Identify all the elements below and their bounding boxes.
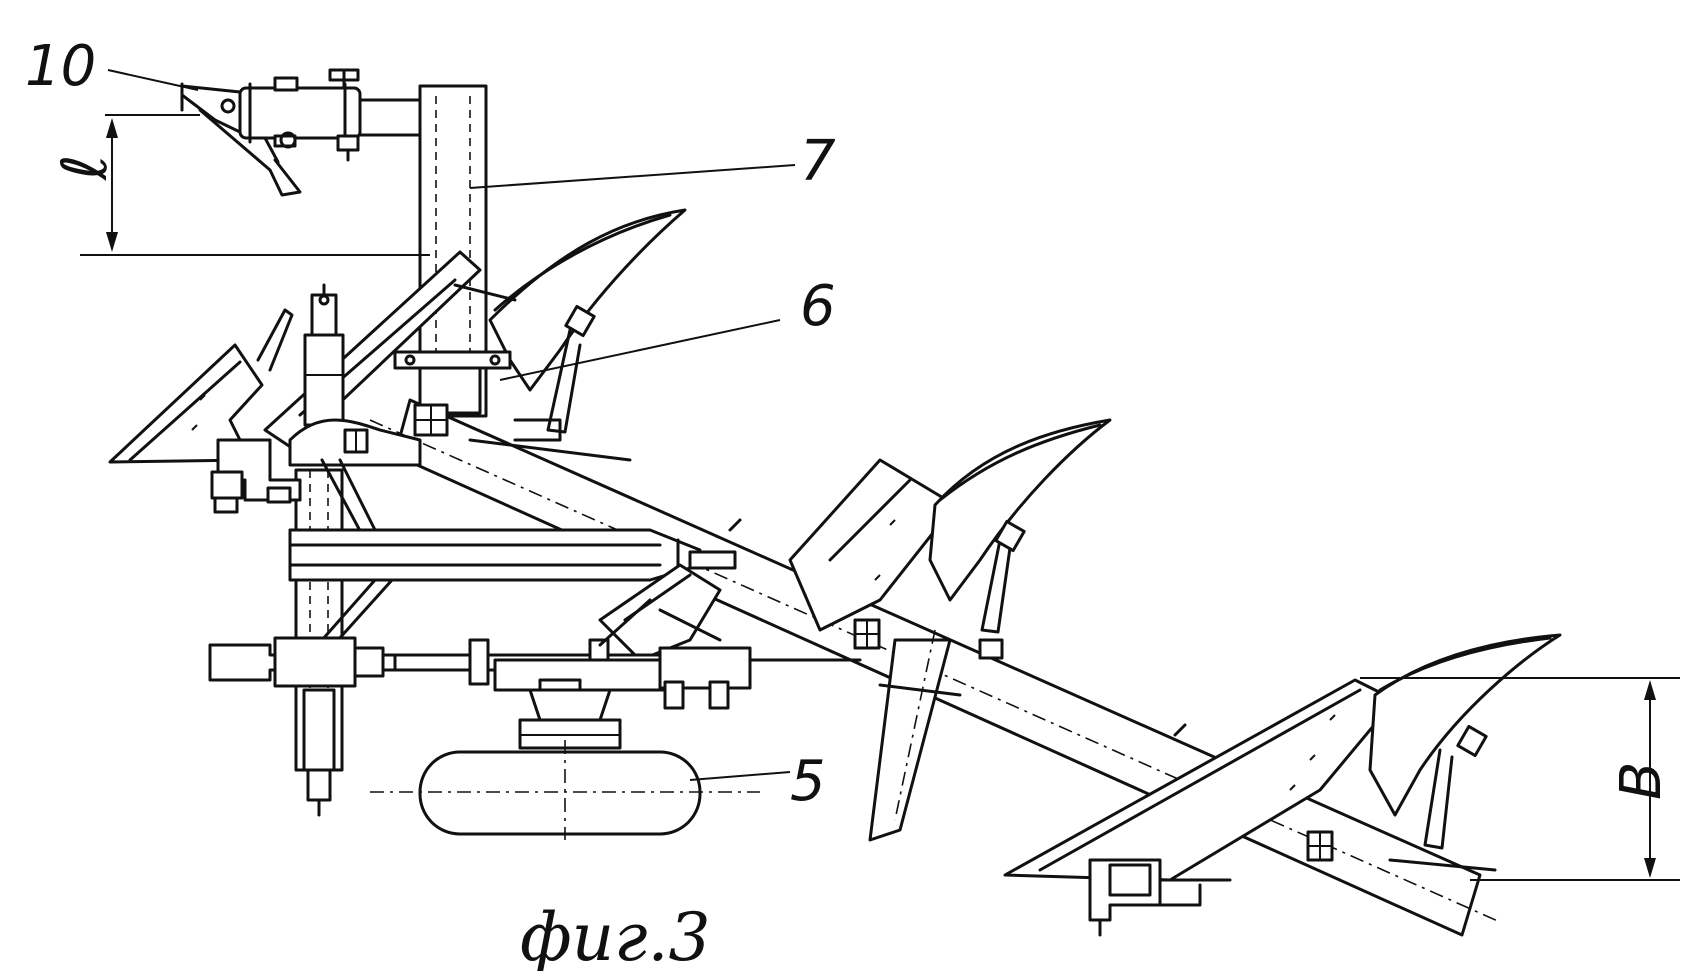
figure-caption: фиг.3 — [520, 899, 711, 971]
leader-lines — [107, 69, 796, 781]
column-braces — [320, 458, 394, 642]
dimension-label-l: ℓ — [48, 154, 121, 181]
ref-label-6: 6 — [800, 274, 836, 339]
dimension-b — [1360, 677, 1680, 881]
upper-joint — [210, 418, 422, 514]
ref-label-7: 7 — [800, 129, 836, 194]
plow-body-2 — [453, 208, 687, 434]
dimension-l — [80, 114, 430, 256]
plow-body-1 — [108, 308, 294, 464]
ref-label-5: 5 — [790, 749, 826, 814]
support-wheel-5 — [370, 688, 760, 840]
hydraulic-cylinder — [303, 283, 345, 427]
left-vertical-column — [294, 468, 344, 817]
post-flange-6 — [393, 350, 632, 462]
dimension-label-b: B — [1609, 762, 1674, 800]
rear-clamp — [1088, 858, 1232, 937]
marker-10 — [180, 68, 362, 197]
coulter-knife — [728, 518, 962, 842]
plow-body-3 — [788, 418, 1112, 660]
ref-label-10: 10 — [25, 34, 96, 99]
lower-axle — [208, 598, 862, 710]
